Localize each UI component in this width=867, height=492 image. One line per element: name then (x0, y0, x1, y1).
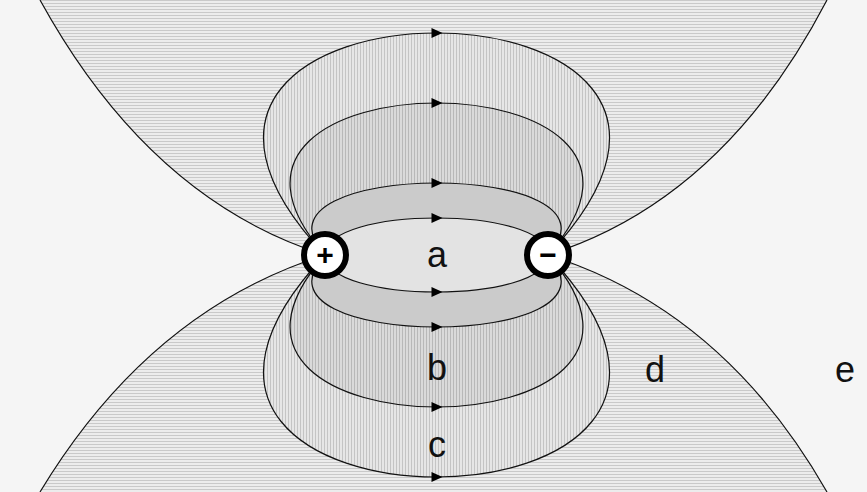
field-arrow (432, 402, 443, 412)
field-region (263, 33, 609, 477)
field-arrow (432, 322, 443, 332)
region-letter: b (427, 350, 447, 386)
field-line (40, 255, 325, 492)
field-line (312, 183, 561, 327)
charge-ring (527, 234, 569, 276)
field-arrow (432, 472, 443, 482)
field-arrow (432, 287, 443, 297)
field-line (548, 255, 827, 492)
field-region (312, 183, 561, 327)
region-letter: d (645, 352, 665, 388)
field-region (290, 103, 583, 407)
field-line (325, 218, 548, 292)
charge-ring (304, 234, 346, 276)
charge-sign: + (316, 240, 334, 270)
charge-circle: + (300, 230, 350, 280)
field-line (548, 0, 827, 255)
field-region (325, 218, 548, 292)
field-arrow (432, 213, 443, 223)
region-letter: c (428, 427, 446, 463)
region-letter: a (427, 237, 447, 273)
field-arrow (432, 98, 443, 108)
charge-sign: − (539, 240, 557, 270)
field-line (40, 0, 325, 255)
field-arrow (432, 178, 443, 188)
outer-region (40, 255, 827, 492)
region-letter: e (835, 352, 855, 388)
field-arrow (432, 28, 443, 38)
field-line (263, 33, 609, 477)
charge-circle: − (523, 230, 573, 280)
field-line (290, 103, 583, 407)
